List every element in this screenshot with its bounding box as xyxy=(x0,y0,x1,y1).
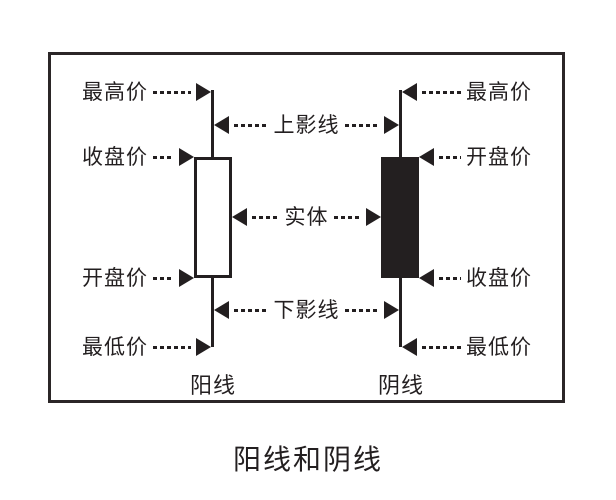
body-label: 实体 xyxy=(284,205,329,229)
lower-shadow-callout: 下影线 xyxy=(214,298,399,322)
bullish-close-label: 收盘价 xyxy=(82,145,148,169)
arrowhead-right-icon xyxy=(366,208,381,226)
bearish-open-callout: 开盘价 xyxy=(419,145,532,169)
bullish-high-label: 最高价 xyxy=(82,80,148,104)
dotted-line xyxy=(252,215,280,219)
arrowhead-right-icon xyxy=(384,301,399,319)
diagram-frame: 最高价 收盘价 开盘价 最低价 最高价 开盘价 收盘价 最低价 xyxy=(48,52,565,403)
dotted-line xyxy=(153,276,174,280)
dotted-line xyxy=(344,123,379,127)
dotted-line xyxy=(344,308,379,312)
bearish-high-callout: 最高价 xyxy=(402,80,532,104)
bearish-candle-body xyxy=(381,157,419,278)
dotted-line xyxy=(439,155,461,159)
arrowhead-right-icon xyxy=(384,116,399,134)
bullish-candle-body xyxy=(194,157,232,278)
dotted-line xyxy=(422,90,461,94)
dotted-line xyxy=(439,276,461,280)
dotted-line xyxy=(153,90,191,94)
bearish-high-label: 最高价 xyxy=(466,80,532,104)
bullish-open-label: 开盘价 xyxy=(82,266,148,290)
bearish-open-label: 开盘价 xyxy=(466,145,532,169)
bearish-low-callout: 最低价 xyxy=(402,335,532,359)
bearish-close-callout: 收盘价 xyxy=(419,266,532,290)
arrowhead-right-icon xyxy=(196,338,211,356)
bullish-low-label: 最低价 xyxy=(82,335,148,359)
upper-shadow-label: 上影线 xyxy=(273,113,340,137)
bullish-candle-caption: 阳线 xyxy=(189,373,236,398)
bearish-low-label: 最低价 xyxy=(466,335,532,359)
upper-shadow-callout: 上影线 xyxy=(214,113,399,137)
arrowhead-left-icon xyxy=(419,148,434,166)
bullish-close-callout: 收盘价 xyxy=(82,145,194,169)
dotted-line xyxy=(234,123,269,127)
lower-shadow-label: 下影线 xyxy=(273,298,340,322)
arrowhead-right-icon xyxy=(196,83,211,101)
diagram-title: 阳线和阴线 xyxy=(232,444,383,475)
arrowhead-left-icon xyxy=(419,269,434,287)
arrowhead-left-icon xyxy=(214,116,229,134)
arrowhead-left-icon xyxy=(214,301,229,319)
arrowhead-right-icon xyxy=(179,148,194,166)
arrowhead-left-icon xyxy=(232,208,247,226)
arrowhead-right-icon xyxy=(179,269,194,287)
dotted-line xyxy=(422,345,461,349)
arrowhead-left-icon xyxy=(402,338,417,356)
bullish-high-callout: 最高价 xyxy=(82,80,211,104)
body-callout: 实体 xyxy=(232,205,381,229)
bearish-close-label: 收盘价 xyxy=(466,266,532,290)
dotted-line xyxy=(153,155,174,159)
bullish-open-callout: 开盘价 xyxy=(82,266,194,290)
dotted-line xyxy=(234,308,269,312)
dotted-line xyxy=(153,345,191,349)
arrowhead-left-icon xyxy=(402,83,417,101)
bearish-candle-caption: 阴线 xyxy=(377,373,424,398)
bullish-low-callout: 最低价 xyxy=(82,335,211,359)
dotted-line xyxy=(333,215,361,219)
